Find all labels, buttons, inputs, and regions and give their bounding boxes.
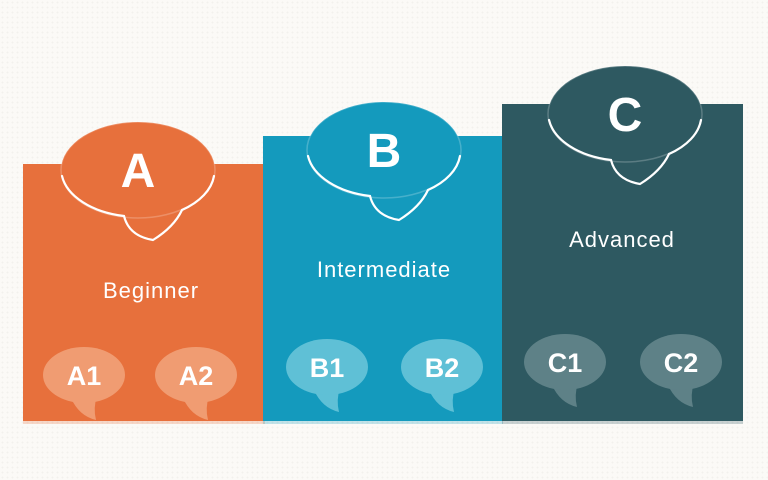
sub-bubble-c1-ellipse: [524, 334, 606, 390]
level-card-b: B Intermediate B1 B2: [263, 101, 503, 424]
speech-bubble-b-tail: [306, 154, 462, 222]
level-card-c: C Advanced C1 C2: [502, 65, 743, 424]
sub-bubble-a1-ellipse: [43, 347, 125, 403]
sub-bubble-c2-icon: C2: [640, 334, 722, 407]
sub-level-label-b2: B2: [425, 353, 460, 383]
sub-level-label-b1: B1: [310, 353, 345, 383]
sub-bubble-c1-icon: C1: [524, 334, 606, 407]
sub-bubble-a2-ellipse: [155, 347, 237, 403]
speech-bubble-a-tail: [60, 174, 216, 242]
sub-bubble-b1-icon: B1: [286, 339, 368, 412]
card-b-bottom-shade: [263, 421, 503, 424]
level-name-a: Beginner: [103, 278, 199, 303]
sub-bubble-b2-ellipse: [401, 339, 483, 395]
level-letter-b: B: [367, 125, 402, 178]
level-name-c: Advanced: [569, 227, 675, 252]
sub-bubble-b1-ellipse: [286, 339, 368, 395]
sub-level-label-c1: C1: [548, 348, 583, 378]
speech-bubble-c-tail: [547, 118, 703, 186]
speech-bubble-a-ellipse: [60, 121, 216, 219]
card-a-bottom-shade: [23, 421, 265, 424]
level-name-b: Intermediate: [317, 257, 451, 282]
sub-bubble-c2-ellipse: [640, 334, 722, 390]
speech-bubble-a-icon: A: [60, 121, 216, 242]
level-card-a: A Beginner A1 A2: [23, 121, 265, 424]
sub-bubble-a2-icon: A2: [155, 347, 237, 420]
speech-bubble-c-ellipse: [547, 65, 703, 163]
sub-level-label-a2: A2: [179, 361, 214, 391]
speech-bubble-b-icon: B: [306, 101, 462, 222]
level-letter-c: C: [608, 89, 643, 142]
sub-level-label-c2: C2: [664, 348, 699, 378]
speech-bubble-b-ellipse: [306, 101, 462, 199]
sub-bubble-b2-icon: B2: [401, 339, 483, 412]
sub-bubble-a1-icon: A1: [43, 347, 125, 420]
speech-bubble-c-icon: C: [547, 65, 703, 186]
card-c-bottom-shade: [502, 421, 743, 424]
sub-level-label-a1: A1: [67, 361, 102, 391]
level-letter-a: A: [121, 145, 156, 198]
